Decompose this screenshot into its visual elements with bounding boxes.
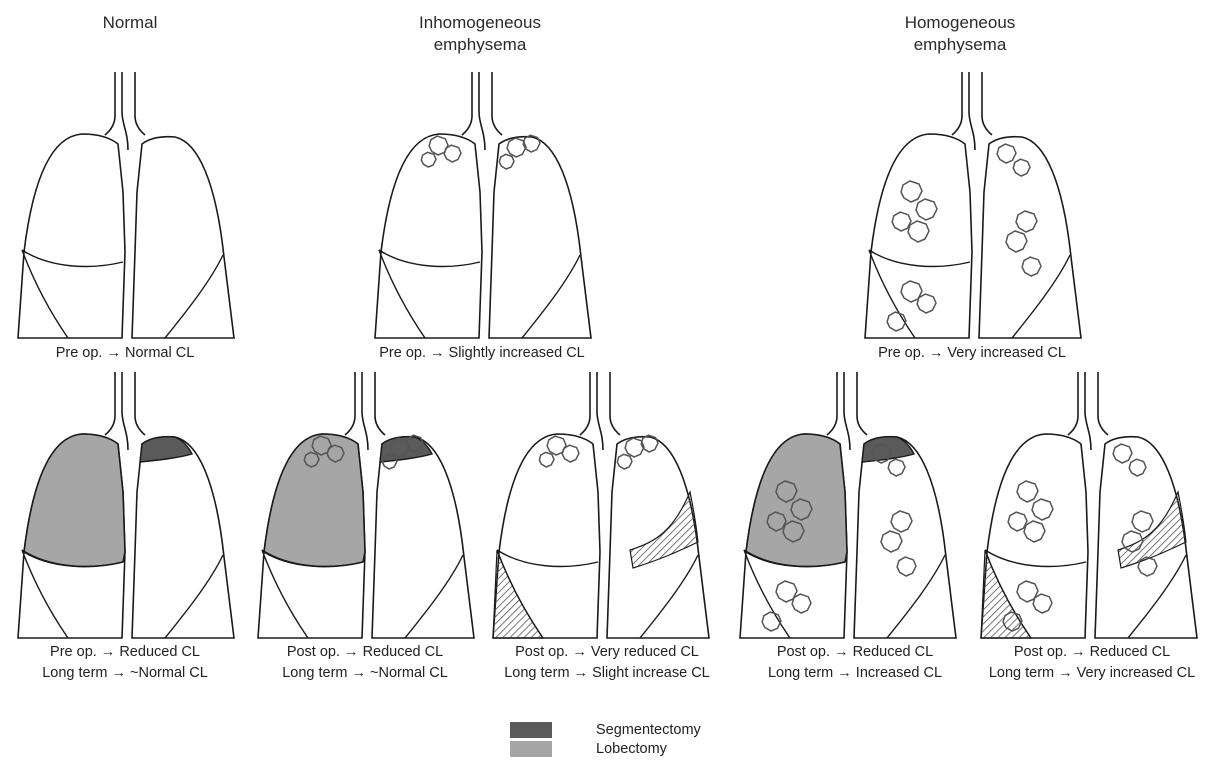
lungs-homogeneous-pre <box>857 72 1087 342</box>
caption-homogeneous-pre: Pre op. → Very increased CL <box>842 343 1102 364</box>
lobectomy-label: Lobectomy <box>596 741 667 757</box>
trachea-outline <box>827 372 867 450</box>
caption-inhomogeneous-post: Post op. → Reduced CL Long term → ~Norma… <box>248 642 482 684</box>
header-homogeneous: Homogeneous emphysema <box>860 12 1060 56</box>
lungs-normal-pre <box>10 72 240 342</box>
lungs-homogeneous-post <box>732 372 962 642</box>
header-normal: Normal <box>40 12 220 34</box>
lungs-homogeneous-longterm <box>973 372 1203 642</box>
left-lung-outline <box>375 134 482 338</box>
lungs-inhomogeneous-post <box>250 372 480 642</box>
trachea-outline <box>462 72 502 150</box>
trachea-outline <box>952 72 992 150</box>
left-lung-outline <box>18 134 125 338</box>
caption-normal-pre: Pre op. → Normal CL <box>10 343 240 364</box>
right-lung-outline <box>372 437 474 638</box>
legend-segmentectomy: Segmentectomy <box>510 722 701 738</box>
right-lung-outline <box>489 137 591 338</box>
segmentectomy-label: Segmentectomy <box>596 722 701 738</box>
segmentectomy-swatch <box>510 722 552 738</box>
trachea-outline <box>345 372 385 450</box>
legend-lobectomy: Lobectomy <box>510 741 667 757</box>
caption-inhomogeneous-longterm: Post op. → Very reduced CL Long term → S… <box>484 642 730 684</box>
caption-normal-post: Pre op. → Reduced CL Long term → ~Normal… <box>5 642 245 684</box>
lungs-inhomogeneous-longterm <box>485 372 715 642</box>
header-inhomogeneous: Inhomogeneous emphysema <box>380 12 580 56</box>
lobectomy-region <box>24 434 125 567</box>
lobectomy-swatch <box>510 741 552 757</box>
lungs-inhomogeneous-pre <box>367 72 597 342</box>
caption-homogeneous-post: Post op. → Reduced CL Long term → Increa… <box>740 642 970 684</box>
trachea-outline <box>105 372 145 450</box>
trachea-outline <box>105 72 145 150</box>
trachea-outline <box>580 372 620 450</box>
caption-inhomogeneous-pre: Pre op. → Slightly increased CL <box>342 343 622 364</box>
caption-homogeneous-longterm: Post op. → Reduced CL Long term → Very i… <box>974 642 1210 684</box>
trachea-outline <box>1068 372 1108 450</box>
lungs-normal-post <box>10 372 240 642</box>
right-lung-outline <box>132 137 234 338</box>
right-lung-outline <box>132 437 234 638</box>
